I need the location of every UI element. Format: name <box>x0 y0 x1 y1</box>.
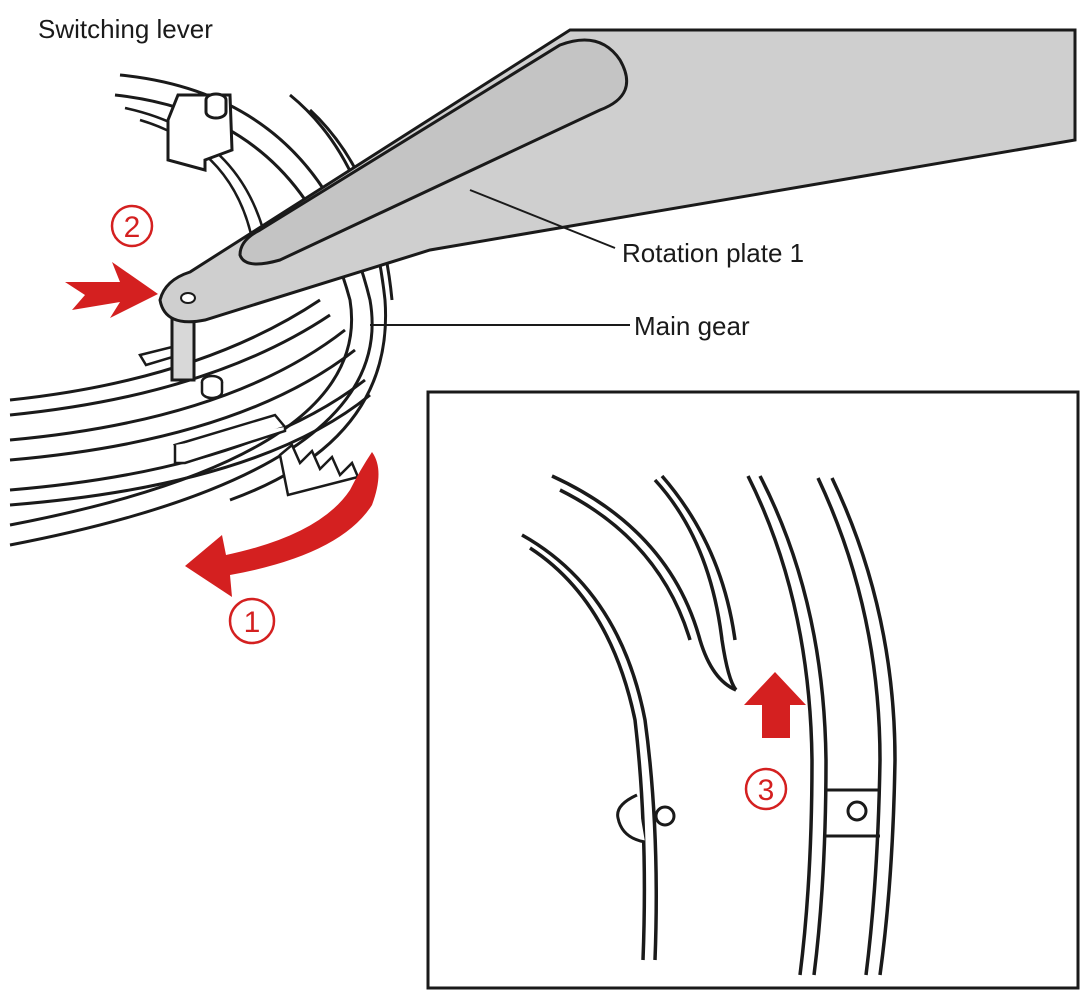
gear-teeth <box>278 442 360 497</box>
step-2-badge: 2 <box>110 204 154 248</box>
step-2-number: 2 <box>124 211 141 244</box>
arrow-right-icon <box>65 262 158 318</box>
switching-lever-bracket <box>166 92 234 172</box>
arrow-up-icon <box>744 672 806 738</box>
detail-inset: 3 <box>426 390 1080 990</box>
rotation-plate-1 <box>158 28 1077 324</box>
leader-lines <box>370 189 630 326</box>
switching-lever-label: Switching lever <box>38 14 213 44</box>
inset-left-boss <box>616 793 676 844</box>
main-gear-label: Main gear <box>634 311 750 341</box>
step-3-number: 3 <box>758 774 775 807</box>
rotation-plate-label: Rotation plate 1 <box>622 238 804 268</box>
step-1-badge: 1 <box>228 597 276 645</box>
inset-grooves <box>521 474 897 976</box>
inset-right-bridge <box>826 788 880 838</box>
curved-arrow-left-icon <box>185 452 379 597</box>
step-3-badge: 3 <box>744 767 788 811</box>
step-1-number: 1 <box>244 606 261 639</box>
